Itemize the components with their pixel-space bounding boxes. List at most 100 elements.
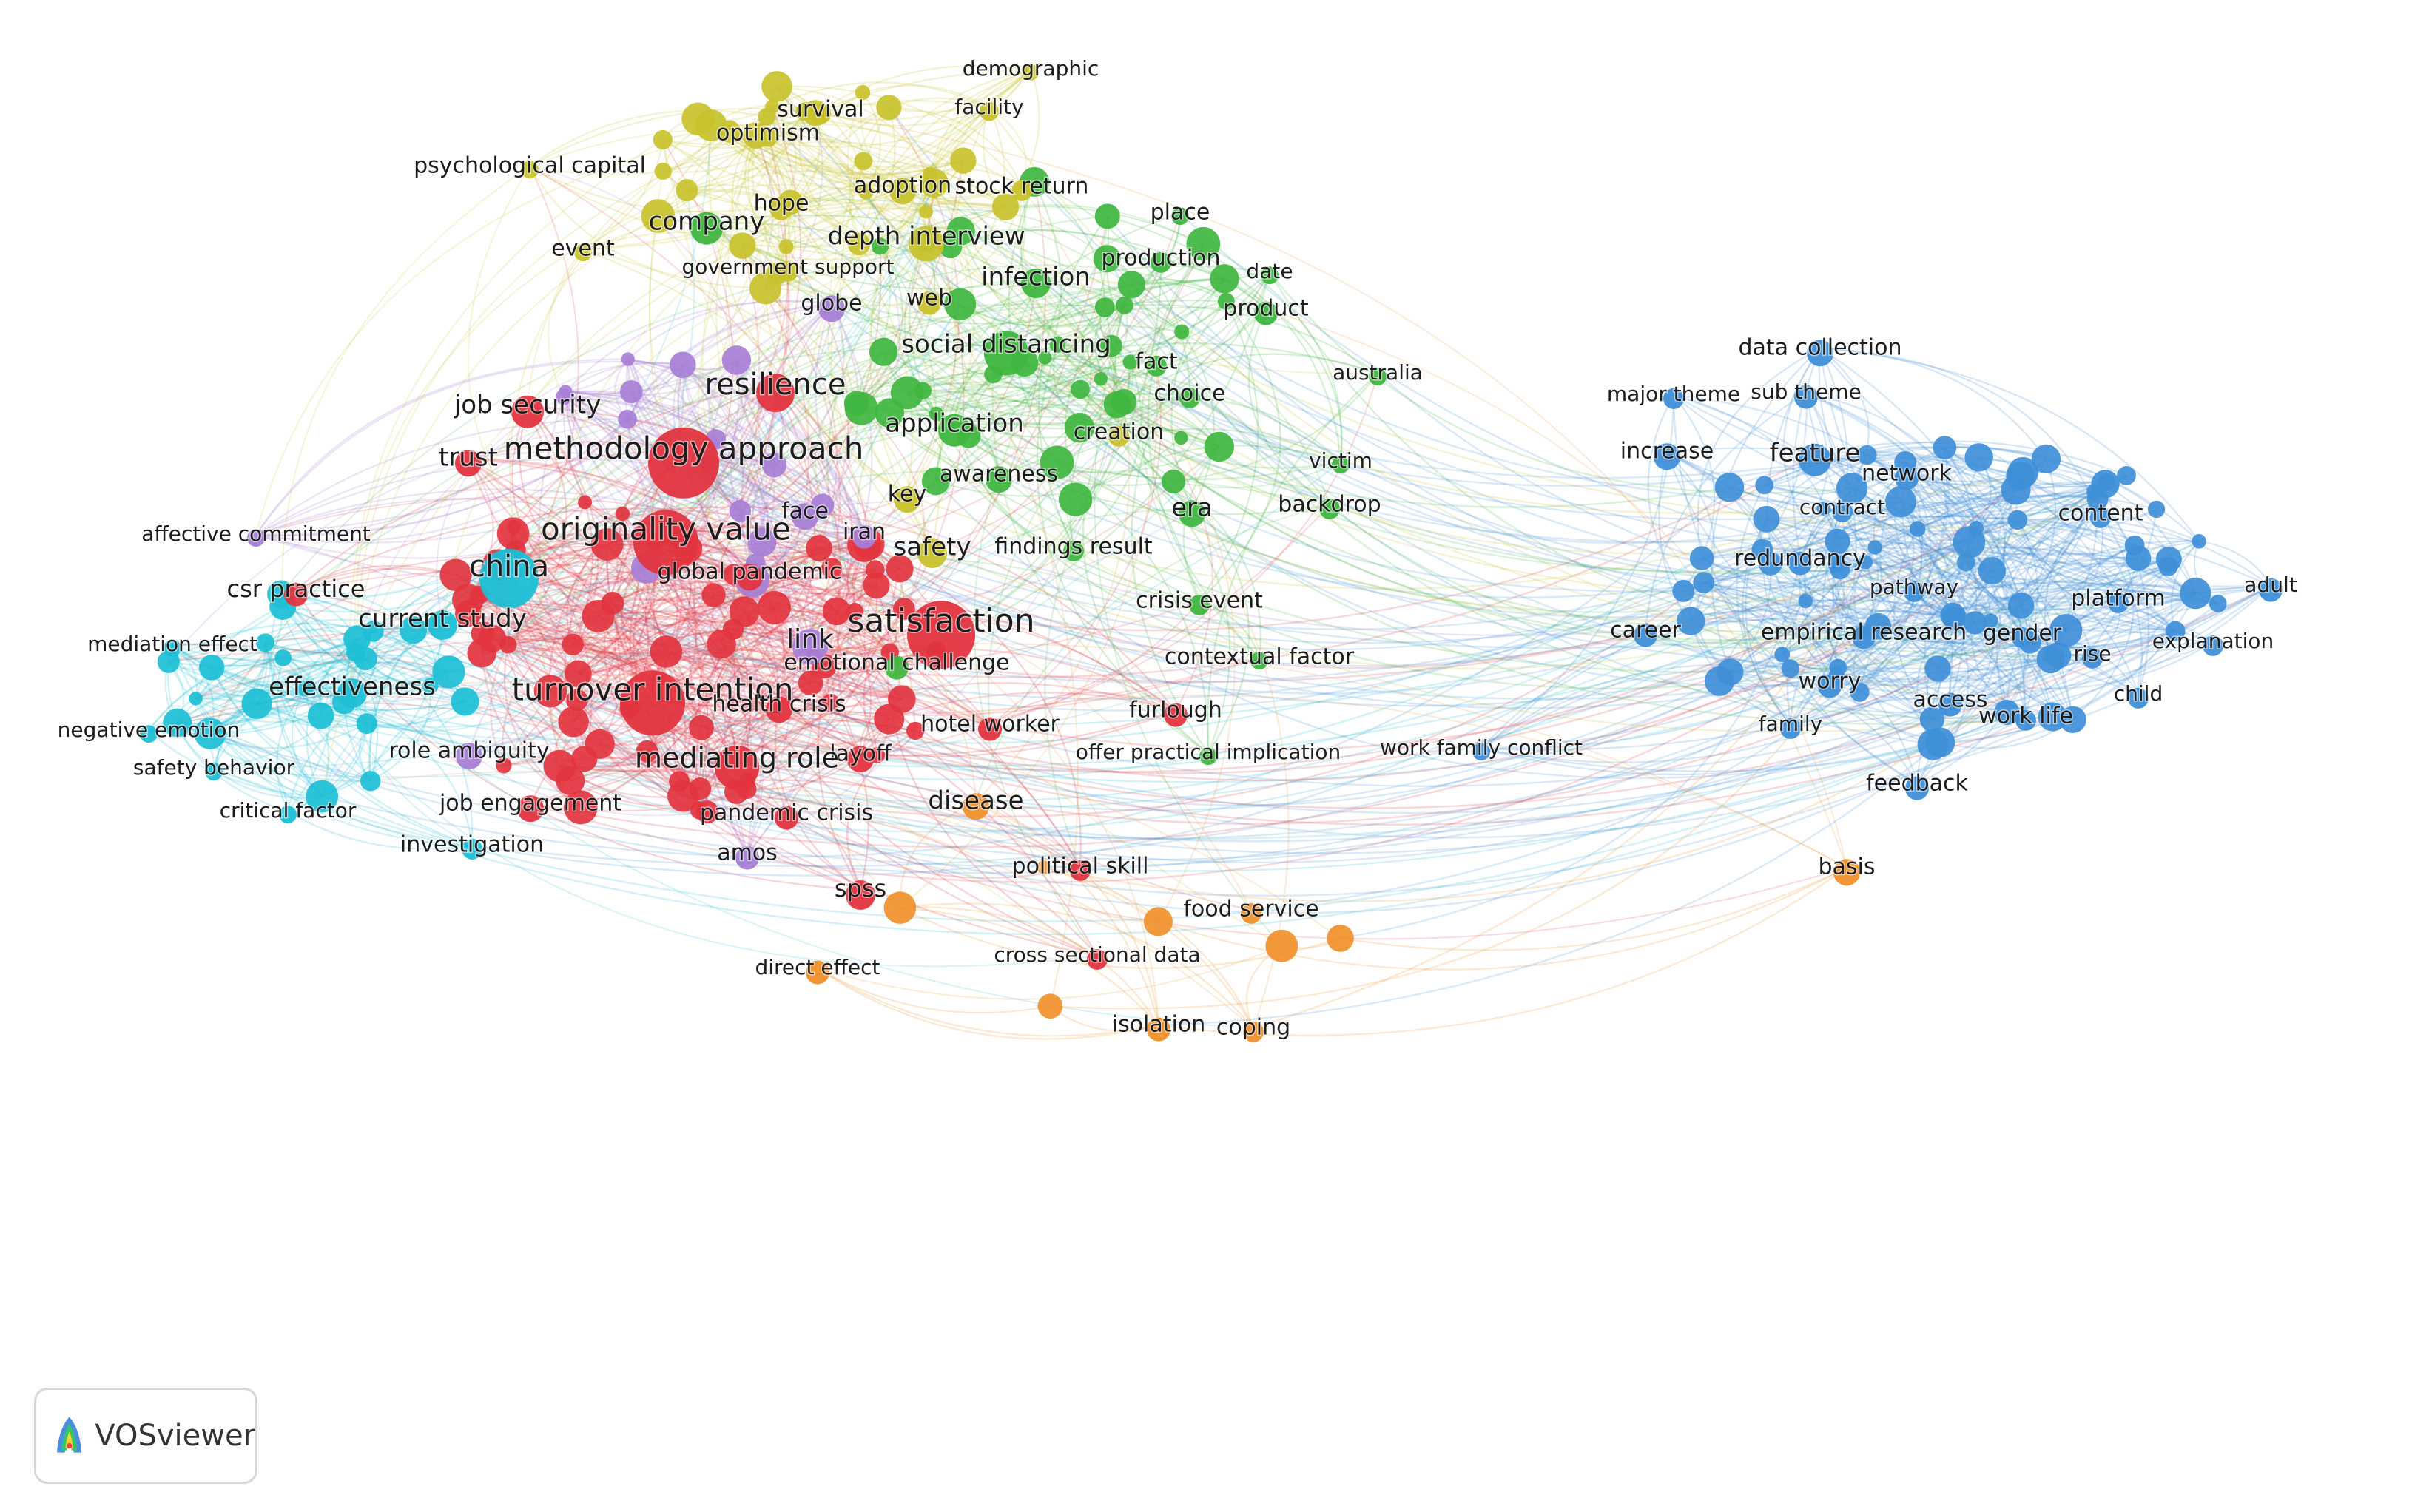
term-node-globe[interactable] xyxy=(818,295,845,323)
green-cluster-node[interactable] xyxy=(843,391,869,416)
yellow-cluster-node[interactable] xyxy=(676,179,698,202)
blue-cluster-node[interactable] xyxy=(1693,572,1715,593)
cyan-cluster-node[interactable] xyxy=(163,708,192,738)
term-node-stock-return[interactable] xyxy=(1011,180,1032,201)
term-node-originality-value[interactable] xyxy=(633,510,698,576)
orange-cluster-node[interactable] xyxy=(1037,860,1051,874)
term-label-china[interactable]: china xyxy=(468,549,550,585)
term-label-resilience[interactable]: resilience xyxy=(704,367,847,403)
cyan-cluster-node[interactable] xyxy=(360,771,381,792)
green-cluster-node[interactable] xyxy=(1038,351,1052,365)
term-node-backdrop[interactable] xyxy=(1319,498,1340,519)
yellow-cluster-node[interactable] xyxy=(847,232,871,256)
term-node-application[interactable] xyxy=(938,414,971,447)
green-cluster-node[interactable] xyxy=(1058,482,1093,516)
term-label-era[interactable]: era xyxy=(1170,492,1214,524)
red-cluster-node[interactable] xyxy=(590,528,624,561)
red-cluster-node[interactable] xyxy=(689,715,714,740)
green-cluster-node[interactable] xyxy=(1117,271,1146,299)
blue-cluster-node[interactable] xyxy=(1909,521,1926,537)
yellow-cluster-node[interactable] xyxy=(854,152,873,171)
blue-cluster-node[interactable] xyxy=(1753,505,1780,533)
purple-cluster-node[interactable] xyxy=(761,452,787,478)
term-node-date[interactable] xyxy=(1261,266,1279,285)
term-label-isolation[interactable]: isolation xyxy=(1111,1010,1207,1039)
red-cluster-node[interactable] xyxy=(650,635,683,668)
red-cluster-node[interactable] xyxy=(729,596,760,627)
term-node-victim[interactable] xyxy=(1332,456,1350,474)
blue-cluster-node[interactable] xyxy=(1858,555,1873,570)
term-label-backdrop[interactable]: backdrop xyxy=(1277,490,1382,519)
cyan-cluster-node[interactable] xyxy=(189,692,203,706)
green-cluster-node[interactable] xyxy=(1174,324,1190,340)
term-label-key[interactable]: key xyxy=(886,480,928,508)
term-node-investigation[interactable] xyxy=(462,838,482,860)
blue-cluster-node[interactable] xyxy=(2031,444,2061,474)
red-cluster-node[interactable] xyxy=(439,558,472,592)
red-cluster-node[interactable] xyxy=(543,749,576,783)
term-node-optimism[interactable] xyxy=(758,127,778,147)
purple-cluster-node[interactable] xyxy=(619,380,643,404)
term-node-food-service[interactable] xyxy=(1241,902,1261,924)
term-label-feature[interactable]: feature xyxy=(1768,437,1862,469)
yellow-cluster-node[interactable] xyxy=(778,239,794,254)
blue-cluster-node[interactable] xyxy=(2007,510,2028,530)
cyan-cluster-node[interactable] xyxy=(422,678,439,694)
term-label-work-life[interactable]: work life xyxy=(1978,702,2075,730)
term-node-key[interactable] xyxy=(894,486,920,513)
term-node-australia[interactable] xyxy=(1369,368,1387,386)
yellow-cluster-node[interactable] xyxy=(653,129,673,150)
term-node-empirical-research[interactable] xyxy=(1852,625,1876,649)
term-node-pandemic-crisis[interactable] xyxy=(775,806,798,830)
term-node-contract[interactable] xyxy=(1832,501,1853,522)
red-cluster-node[interactable] xyxy=(496,757,512,774)
red-cluster-node[interactable] xyxy=(467,638,497,668)
blue-cluster-node[interactable] xyxy=(1940,602,1966,628)
term-node-face[interactable] xyxy=(792,503,818,530)
yellow-cluster-node[interactable] xyxy=(761,71,792,102)
blue-cluster-node[interactable] xyxy=(1827,554,1846,573)
term-label-stock-return[interactable]: stock return xyxy=(954,172,1090,200)
green-cluster-node[interactable] xyxy=(1094,371,1108,386)
yellow-cluster-node[interactable] xyxy=(991,193,1020,220)
cyan-cluster-node[interactable] xyxy=(451,687,479,716)
term-node-link[interactable] xyxy=(792,629,828,665)
red-cluster-node[interactable] xyxy=(582,600,615,632)
purple-cluster-node[interactable] xyxy=(669,351,696,379)
term-node-work-family-conflict[interactable] xyxy=(1472,743,1490,761)
blue-cluster-node[interactable] xyxy=(1816,502,1831,516)
term-node-mediating-role[interactable] xyxy=(715,745,759,790)
orange-cluster-node[interactable] xyxy=(1265,929,1298,962)
term-label-critical-factor[interactable]: critical factor xyxy=(218,797,357,824)
green-cluster-node[interactable] xyxy=(871,237,889,255)
green-cluster-node[interactable] xyxy=(1161,469,1186,494)
term-label-job-engagement[interactable]: job engagement xyxy=(437,789,622,817)
term-node-political-skill[interactable] xyxy=(1070,860,1091,881)
term-label-cross-sectional-data[interactable]: cross sectional data xyxy=(993,942,1202,968)
term-label-fact[interactable]: fact xyxy=(1134,348,1179,376)
red-cluster-node[interactable] xyxy=(886,555,914,583)
term-label-survival[interactable]: survival xyxy=(776,95,866,124)
blue-cluster-node[interactable] xyxy=(1924,655,1951,682)
cyan-cluster-node[interactable] xyxy=(297,681,314,697)
term-node-adoption[interactable] xyxy=(889,178,916,205)
term-label-originality-value[interactable]: originality value xyxy=(539,510,792,548)
red-cluster-node[interactable] xyxy=(636,740,658,763)
red-cluster-node[interactable] xyxy=(533,675,567,708)
yellow-cluster-node[interactable] xyxy=(641,199,676,233)
term-label-safety-behavior[interactable]: safety behavior xyxy=(132,755,296,781)
term-label-basis[interactable]: basis xyxy=(1817,853,1876,881)
term-label-redundancy[interactable]: redundancy xyxy=(1734,544,1867,573)
term-node-affective-commitment[interactable] xyxy=(247,529,265,547)
blue-cluster-node[interactable] xyxy=(1964,443,1993,472)
term-node-work-life[interactable] xyxy=(2015,709,2036,731)
cyan-cluster-node[interactable] xyxy=(307,702,334,729)
red-cluster-node[interactable] xyxy=(471,621,495,646)
term-node-turnover-intention[interactable] xyxy=(620,670,685,736)
cyan-cluster-node[interactable] xyxy=(194,718,226,749)
blue-cluster-node[interactable] xyxy=(1714,472,1745,502)
term-node-job-engagement[interactable] xyxy=(517,795,544,823)
term-label-worry[interactable]: worry xyxy=(1797,667,1862,695)
yellow-cluster-node[interactable] xyxy=(919,204,934,219)
term-node-mediation-effect[interactable] xyxy=(164,639,181,658)
